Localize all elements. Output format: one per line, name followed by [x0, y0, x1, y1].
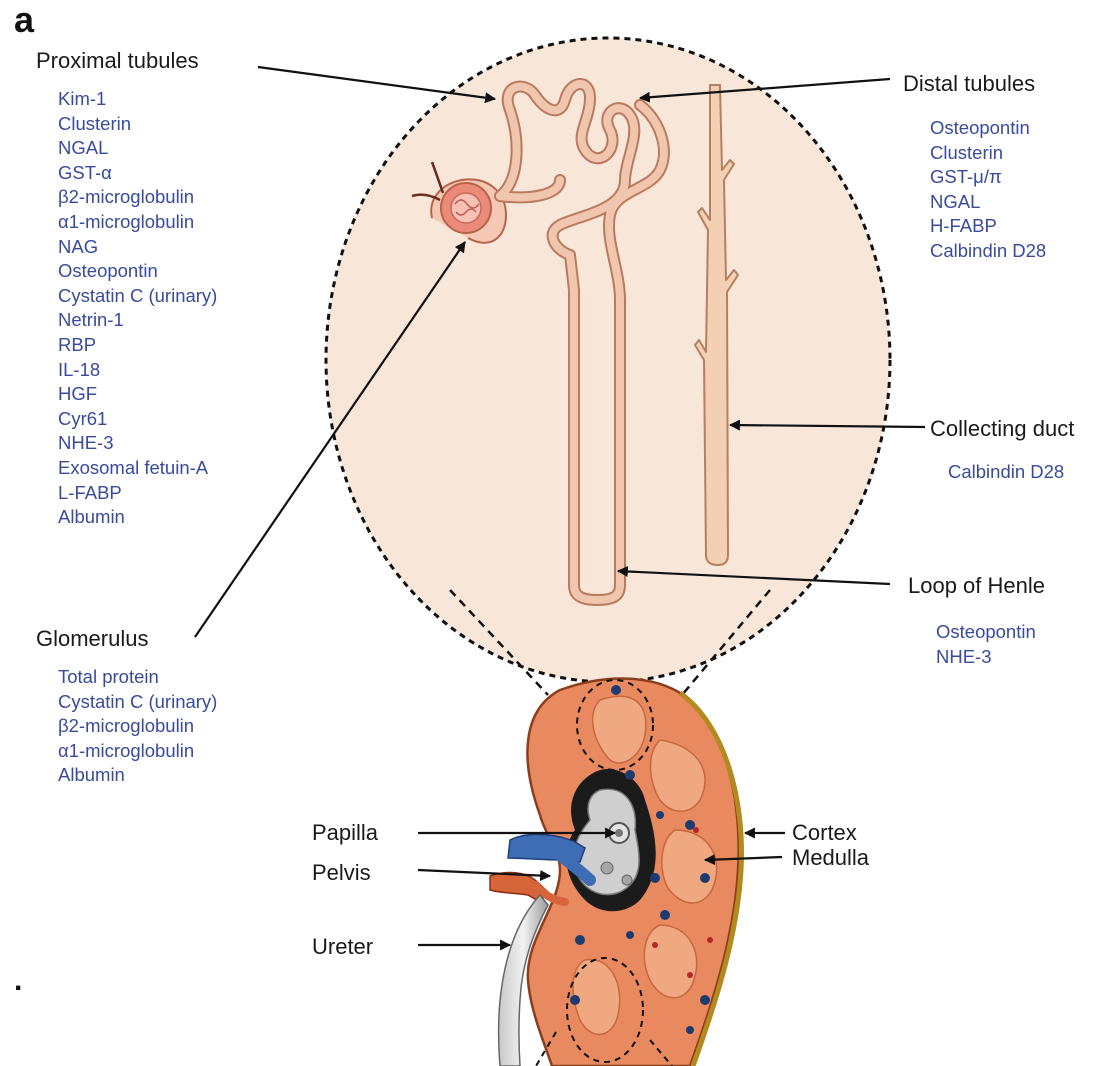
nephron-inset	[326, 38, 890, 682]
marker-item: Clusterin	[58, 112, 217, 137]
marker-item: Exosomal fetuin-A	[58, 456, 217, 481]
cortex-label: Cortex	[792, 822, 857, 844]
marker-item: HGF	[58, 382, 217, 407]
panel-label: a	[14, 2, 34, 38]
marker-item: Osteopontin	[58, 259, 217, 284]
marker-item: NAG	[58, 235, 217, 260]
collecting-duct-title: Collecting duct	[930, 418, 1074, 440]
papilla-label: Papilla	[312, 822, 378, 844]
marker-item: Albumin	[58, 763, 217, 788]
marker-item: RBP	[58, 333, 217, 358]
medulla-label: Medulla	[792, 847, 869, 869]
marker-item: H-FABP	[930, 214, 1046, 239]
loop-of-henle-title: Loop of Henle	[908, 575, 1045, 597]
marker-item: α1-microglobulin	[58, 739, 217, 764]
marker-item: NGAL	[58, 136, 217, 161]
marker-item: GST-α	[58, 161, 217, 186]
marker-item: Calbindin D28	[948, 460, 1064, 485]
proximal-tubules-title: Proximal tubules	[36, 50, 199, 72]
arrow-pelvis	[418, 870, 550, 876]
marker-item: Kim-1	[58, 87, 217, 112]
marker-item: GST-μ/π	[930, 165, 1046, 190]
marker-item: Cyr61	[58, 407, 217, 432]
marker-item: NHE-3	[936, 645, 1036, 670]
marker-item: Albumin	[58, 505, 217, 530]
marker-item: L-FABP	[58, 481, 217, 506]
collecting-marker-list: Calbindin D28	[948, 460, 1064, 485]
marker-item: Osteopontin	[936, 620, 1036, 645]
marker-item: Cystatin C (urinary)	[58, 284, 217, 309]
marker-item: β2-microglobulin	[58, 714, 217, 739]
distal-tubules-title: Distal tubules	[903, 73, 1035, 95]
marker-item: Cystatin C (urinary)	[58, 690, 217, 715]
marker-item: Total protein	[58, 665, 217, 690]
stray-mark: .	[14, 966, 22, 996]
marker-item: NHE-3	[58, 431, 217, 456]
marker-item: β2-microglobulin	[58, 185, 217, 210]
marker-item: IL-18	[58, 358, 217, 383]
marker-item: Netrin-1	[58, 308, 217, 333]
ureter-label: Ureter	[312, 936, 373, 958]
marker-item: Calbindin D28	[930, 239, 1046, 264]
marker-item: NGAL	[930, 190, 1046, 215]
glomerulus-title: Glomerulus	[36, 628, 148, 650]
pelvis-label: Pelvis	[312, 862, 371, 884]
marker-item: α1-microglobulin	[58, 210, 217, 235]
marker-item: Osteopontin	[930, 116, 1046, 141]
arrow-proximal-tubules	[258, 67, 495, 99]
marker-item: Clusterin	[930, 141, 1046, 166]
